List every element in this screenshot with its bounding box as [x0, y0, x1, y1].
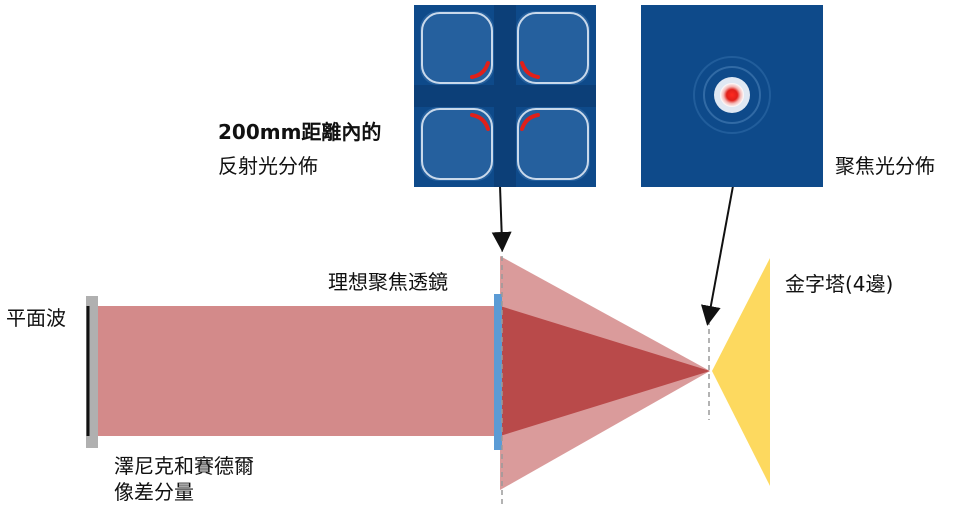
arrow-focused — [700, 185, 734, 326]
pyramid-label: 金字塔(4邊) — [785, 272, 894, 296]
arrow-reflected — [491, 185, 512, 252]
focused-distribution-image — [641, 5, 823, 187]
plane-wave-label: 平面波 — [6, 306, 66, 330]
reflected-distribution-image — [414, 5, 596, 187]
focused-distribution-inset — [641, 5, 823, 187]
focused-label: 聚焦光分佈 — [835, 154, 935, 178]
zernike-label-line1: 澤尼克和賽德爾 — [114, 454, 254, 478]
ideal-lens — [494, 294, 502, 450]
zernike-label-line2: 像差分量 — [114, 480, 194, 504]
ideal-lens-label: 理想聚焦透鏡 — [328, 270, 448, 294]
focusing-cone — [500, 306, 710, 436]
collimated-beam — [98, 306, 498, 436]
reflected-distribution-inset — [414, 5, 596, 187]
pyramid — [712, 258, 770, 486]
reflected-label-line2: 反射光分佈 — [218, 154, 318, 178]
reflected-label-line1: 200mm距離內的 — [218, 120, 382, 144]
